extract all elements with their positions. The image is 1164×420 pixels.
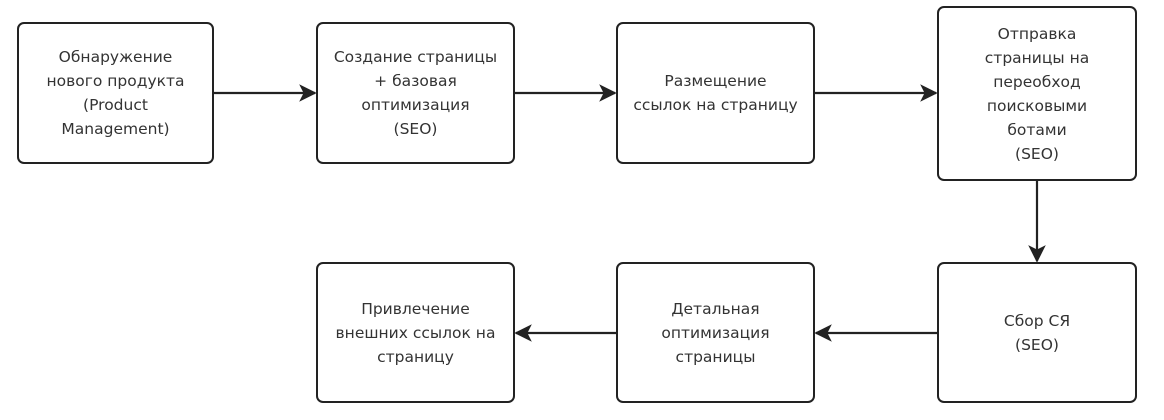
node-label: Детальная оптимизация страницы: [661, 299, 770, 366]
node-external-links: Привлечение внешних ссылок на страницу: [316, 262, 515, 403]
node-label: Обнаружение нового продукта (Product Man…: [46, 48, 185, 138]
node-label: Отправка страницы на переобход поисковым…: [984, 24, 1090, 163]
node-product-discovery: Обнаружение нового продукта (Product Man…: [17, 22, 214, 164]
node-recrawl-submission: Отправка страницы на переобход поисковым…: [937, 6, 1137, 181]
node-detailed-optimization: Детальная оптимизация страницы: [616, 262, 815, 403]
node-label: Размещение ссылок на страницу: [633, 72, 798, 114]
node-label: Создание страницы + базовая оптимизация …: [333, 48, 498, 138]
node-keyword-collection: Сбор СЯ (SEO): [937, 262, 1137, 403]
node-link-placement: Размещение ссылок на страницу: [616, 22, 815, 164]
node-label: Сбор СЯ (SEO): [1003, 311, 1071, 354]
node-page-creation: Создание страницы + базовая оптимизация …: [316, 22, 515, 164]
node-label: Привлечение внешних ссылок на страницу: [335, 299, 496, 366]
